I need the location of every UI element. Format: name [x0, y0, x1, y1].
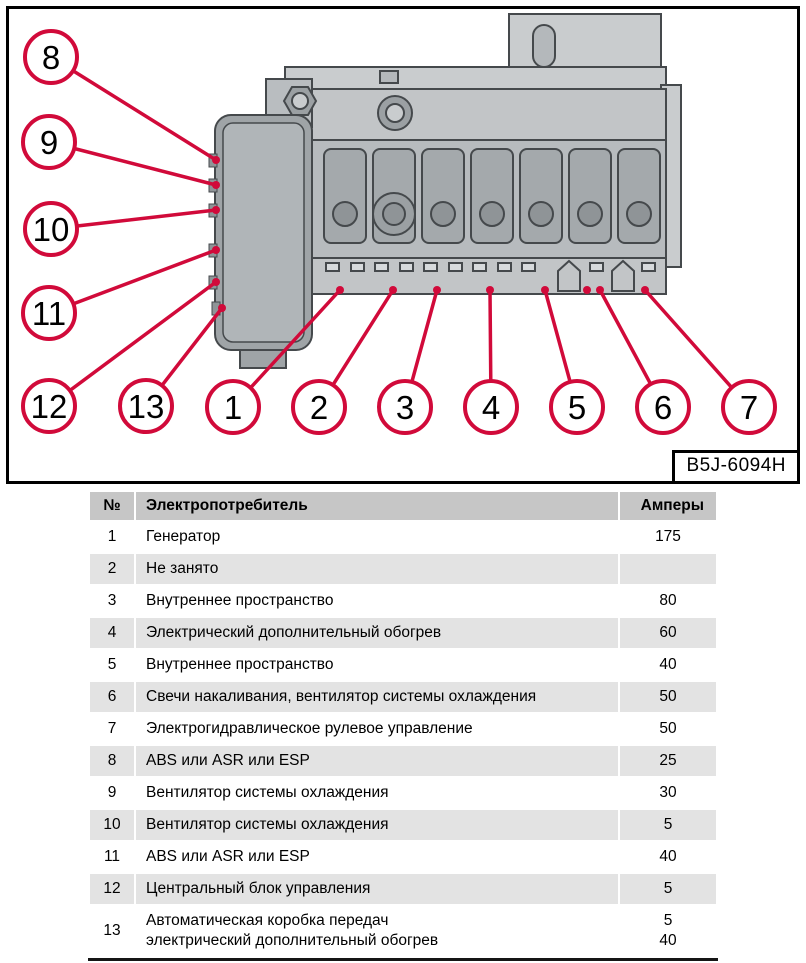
fuse-box-diagram-panel: 8 9 10 11 12 13 1 2 3 4 5 6 7 B5J-6094H — [6, 6, 800, 484]
cell-consumer: Внутреннее пространство — [136, 650, 618, 680]
cell-consumer: Автоматическая коробка передач электриче… — [136, 906, 618, 956]
cell-num: 8 — [90, 746, 134, 776]
table-row: 1 Генератор 175 — [90, 522, 716, 552]
callout-2: 2 — [291, 379, 347, 435]
cell-amps: 80 — [620, 586, 716, 616]
cell-consumer: ABS или ASR или ESP — [136, 842, 618, 872]
table-header-row: № Электропотребитель Амперы — [90, 492, 716, 520]
table-row: 2 Не занято — [90, 554, 716, 584]
table-row: 9 Вентилятор системы охлаждения 30 — [90, 778, 716, 808]
callout-5: 5 — [549, 379, 605, 435]
cell-amps: 40 — [620, 842, 716, 872]
cell-consumer: ABS или ASR или ESP — [136, 746, 618, 776]
callout-3: 3 — [377, 379, 433, 435]
table-row: 3 Внутреннее пространство 80 — [90, 586, 716, 616]
table-row: 10 Вентилятор системы охлаждения 5 — [90, 810, 716, 840]
table-row: 12 Центральный блок управления 5 — [90, 874, 716, 904]
callout-9: 9 — [21, 114, 77, 170]
header-num: № — [90, 492, 134, 520]
cell-consumer: Внутреннее пространство — [136, 586, 618, 616]
table-row: 13 Автоматическая коробка передач электр… — [90, 906, 716, 956]
cell-num: 7 — [90, 714, 134, 744]
header-amps: Амперы — [620, 492, 716, 520]
cell-num: 6 — [90, 682, 134, 712]
cell-consumer: Не занято — [136, 554, 618, 584]
callout-7: 7 — [721, 379, 777, 435]
relay-cover — [208, 114, 313, 369]
cell-num: 4 — [90, 618, 134, 648]
cell-amps: 60 — [620, 618, 716, 648]
cell-consumer: Вентилятор системы охлаждения — [136, 778, 618, 808]
cell-amps: 40 — [620, 650, 716, 680]
cell-amps: 50 — [620, 714, 716, 744]
fuse-box-drawing — [47, 13, 751, 409]
fuse-assignment-table: № Электропотребитель Амперы 1 Генератор … — [88, 490, 718, 961]
cell-num: 9 — [90, 778, 134, 808]
table-row: 7 Электрогидравлическое рулевое управлен… — [90, 714, 716, 744]
cell-num: 13 — [90, 906, 134, 956]
cell-consumer: Электрогидравлическое рулевое управление — [136, 714, 618, 744]
callout-8: 8 — [23, 29, 79, 85]
table-row: 8 ABS или ASR или ESP 25 — [90, 746, 716, 776]
cell-consumer: Центральный блок управления — [136, 874, 618, 904]
cell-amps: 50 — [620, 682, 716, 712]
table-row: 5 Внутреннее пространство 40 — [90, 650, 716, 680]
callout-6: 6 — [635, 379, 691, 435]
diagram-code-label: B5J-6094H — [672, 450, 797, 481]
cell-amps: 5 — [620, 874, 716, 904]
cell-num: 12 — [90, 874, 134, 904]
callout-12: 12 — [21, 378, 77, 434]
cell-num: 3 — [90, 586, 134, 616]
callout-13: 13 — [118, 378, 174, 434]
cell-num: 1 — [90, 522, 134, 552]
cell-num: 11 — [90, 842, 134, 872]
table-row: 11 ABS или ASR или ESP 40 — [90, 842, 716, 872]
cell-amps — [620, 554, 716, 584]
cell-consumer: Генератор — [136, 522, 618, 552]
callout-1: 1 — [205, 379, 261, 435]
callout-4: 4 — [463, 379, 519, 435]
cell-num: 10 — [90, 810, 134, 840]
fuse-terminals — [323, 148, 661, 244]
callout-10: 10 — [23, 201, 79, 257]
cell-consumer: Свечи накаливания, вентилятор системы ох… — [136, 682, 618, 712]
cell-amps: 5 40 — [620, 906, 716, 956]
callout-dots — [212, 156, 649, 312]
cell-amps: 5 — [620, 810, 716, 840]
cell-consumer: Вентилятор системы охлаждения — [136, 810, 618, 840]
cell-amps: 175 — [620, 522, 716, 552]
callout-11: 11 — [21, 285, 77, 341]
header-consumer: Электропотребитель — [136, 492, 618, 520]
cell-consumer: Электрический дополнительный обогрев — [136, 618, 618, 648]
fuse-table-wrap: № Электропотребитель Амперы 1 Генератор … — [88, 490, 718, 961]
table-row: 4 Электрический дополнительный обогрев 6… — [90, 618, 716, 648]
cell-num: 5 — [90, 650, 134, 680]
cell-num: 2 — [90, 554, 134, 584]
table-row: 6 Свечи накаливания, вентилятор системы … — [90, 682, 716, 712]
cell-amps: 30 — [620, 778, 716, 808]
cell-amps: 25 — [620, 746, 716, 776]
